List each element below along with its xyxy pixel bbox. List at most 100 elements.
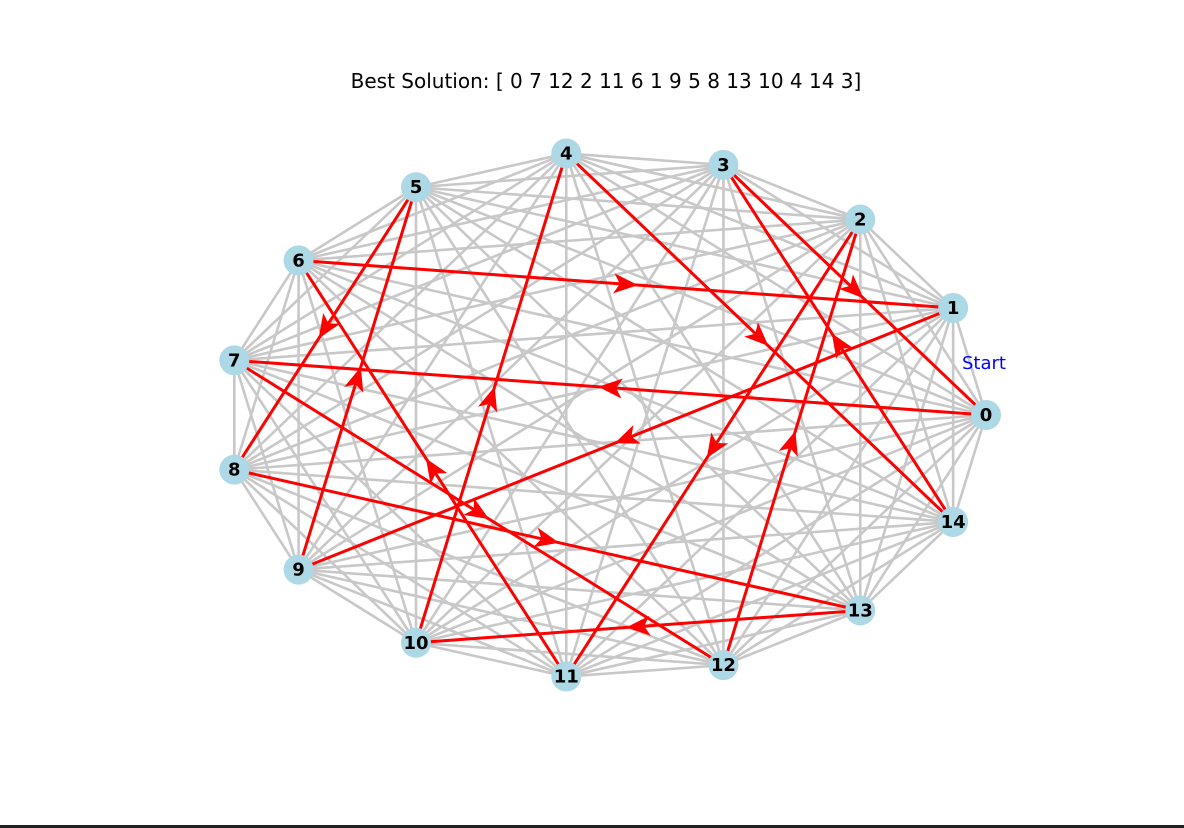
tour-arrow-7-12: [463, 497, 490, 520]
graph-edge-8-10: [233, 468, 417, 644]
node-label-13: 13: [848, 600, 873, 621]
graph-edge-3-6: [298, 163, 724, 262]
start-label: Start: [962, 353, 1006, 374]
graph-edge-7-11: [233, 359, 568, 678]
graph-edge-12-14: [722, 520, 954, 667]
tour-arrow-14-3: [831, 333, 854, 359]
graph-edge-0-14: [951, 414, 988, 523]
graph-edge-5-11: [414, 186, 568, 677]
graph-edge-6-12: [297, 259, 725, 667]
graph-edge-10-14: [415, 520, 954, 645]
graph-edge-1-5: [415, 185, 954, 310]
tour-arrow-4-14: [744, 322, 769, 346]
graph-edge-0-12: [722, 414, 987, 667]
graph-edge-2-8: [233, 218, 861, 471]
graph-edge-2-14: [859, 219, 955, 523]
graph-edge-9-13: [298, 568, 861, 612]
tour-edges: [233, 152, 988, 678]
graph-edge-1-7: [234, 306, 954, 362]
node-12: [708, 650, 739, 681]
graph-edge-9-12: [298, 568, 724, 667]
node-label-0: 0: [980, 405, 993, 426]
node-label-12: 12: [711, 655, 736, 676]
node-7: [219, 345, 250, 376]
graph-edge-1-2: [859, 218, 955, 309]
tour-arrow-1-9: [614, 425, 641, 444]
graph-edge-8-14: [234, 468, 954, 524]
node-label-9: 9: [292, 560, 305, 581]
node-label-8: 8: [228, 460, 241, 481]
graph-edge-5-14: [415, 186, 954, 524]
graph-edge-10-11: [415, 641, 567, 678]
graph-nodes: [219, 138, 1001, 692]
node-8: [219, 454, 250, 485]
node-label-4: 4: [560, 143, 573, 164]
graph-edge-4-7: [233, 152, 567, 362]
graph-edge-2-6: [298, 218, 861, 262]
graph-edge-1-10: [415, 306, 954, 644]
node-13: [845, 595, 876, 626]
node-11: [551, 661, 582, 692]
tour-arrow-11-6: [425, 458, 448, 484]
tour-arrow-6-1: [613, 273, 638, 294]
graph-edge-6-13: [297, 259, 861, 612]
node-label-2: 2: [854, 210, 867, 231]
node-4: [551, 138, 582, 169]
plot-title: Best Solution: [ 0 7 12 2 11 6 1 9 5 8 1…: [351, 69, 862, 93]
node-0: [971, 400, 1001, 430]
graph-edge-0-8: [234, 413, 987, 471]
tour-arrow-12-2: [778, 430, 798, 457]
graph-edge-13-14: [859, 521, 955, 612]
graph-edge-4-13: [565, 152, 862, 612]
graph-edge-7-13: [233, 359, 861, 612]
node-label-3: 3: [717, 155, 730, 176]
node-5: [401, 172, 431, 203]
node-10: [401, 627, 431, 658]
graph-edge-1-4: [565, 152, 954, 310]
tour-arrow-3-0: [839, 274, 864, 299]
graph-edge-0-4: [565, 152, 987, 417]
graph-edge-6-8: [233, 260, 300, 471]
tour-arrow-9-5: [344, 366, 364, 393]
graph-edge-1-11: [565, 307, 955, 678]
graph-edge-0-1: [951, 307, 988, 416]
graph-edge-8-11: [233, 468, 567, 678]
graph-edge-0-13: [859, 414, 988, 612]
graph-edge-3-5: [415, 163, 724, 189]
graph-edge-4-6: [298, 152, 567, 262]
graph-edge-9-14: [298, 520, 954, 571]
graph-edge-5-7: [233, 186, 417, 362]
graph-edge-4-8: [233, 152, 568, 471]
node-label-10: 10: [403, 633, 428, 654]
graph-edge-5-13: [415, 186, 862, 612]
tour-arrow-0-7: [598, 378, 623, 399]
graph-edge-2-5: [415, 185, 861, 221]
node-6: [283, 245, 314, 276]
tour-arrow-10-4: [478, 386, 498, 413]
node-2: [845, 204, 876, 235]
graph-edge-7-10: [233, 359, 418, 644]
graph-edge-2-4: [565, 152, 861, 221]
graph-edge-2-7: [234, 218, 861, 362]
node-label-11: 11: [554, 667, 579, 688]
graph-edge-1-3: [722, 163, 954, 310]
node-label-14: 14: [941, 512, 966, 533]
graph-edge-4-5: [415, 152, 567, 189]
graph-edge-2-3: [722, 163, 861, 221]
graph-edge-5-6: [297, 186, 417, 262]
tour-arrow-5-8: [318, 312, 341, 339]
graph-edge-8-9: [233, 468, 300, 571]
node-3: [708, 149, 739, 180]
graph-edge-0-9: [298, 413, 987, 571]
tour-arrow-8-13: [533, 527, 559, 548]
graph-edge-7-9: [233, 359, 300, 570]
graph-edge-11-13: [565, 609, 861, 678]
graph-edge-1-12: [722, 307, 955, 666]
graph-edge-4-9: [297, 152, 568, 571]
node-9: [283, 554, 314, 585]
graph-edge-11-14: [565, 520, 954, 678]
graph-edge-1-13: [859, 307, 955, 611]
graph-edge-3-8: [233, 163, 725, 471]
